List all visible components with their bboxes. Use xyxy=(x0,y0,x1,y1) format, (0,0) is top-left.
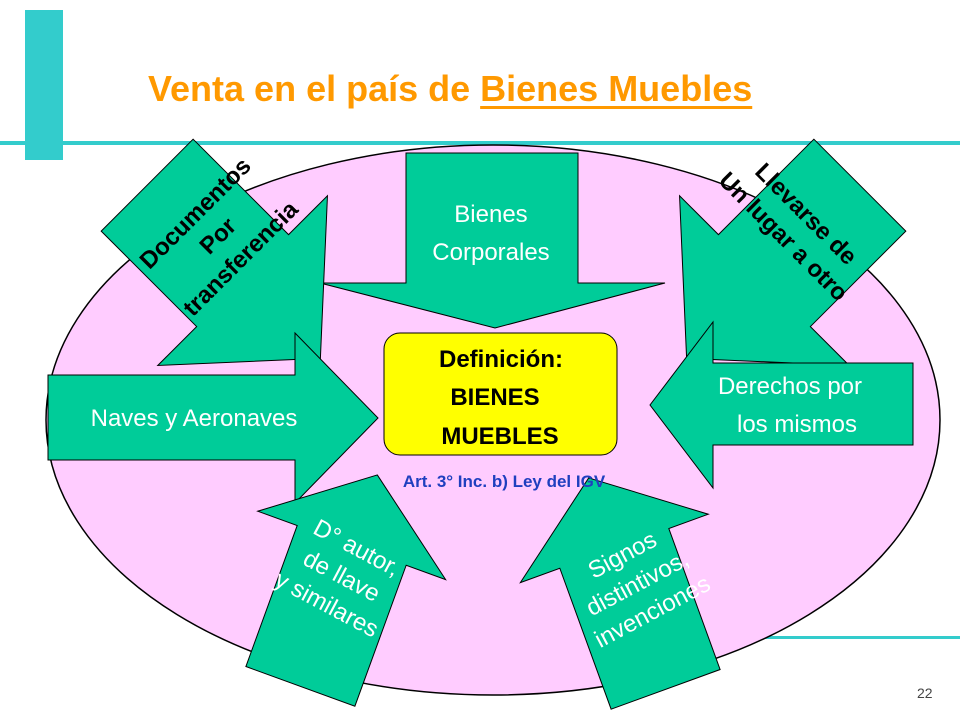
arrow-derechos: Derechos por los mismos xyxy=(649,320,914,490)
arrow-bienes-line2: Corporales xyxy=(432,239,549,266)
page-number: 22 xyxy=(917,685,933,701)
legal-reference: Art. 3° Inc. b) Ley del IGV xyxy=(403,472,606,491)
center-definition: Definición: BIENES MUEBLES xyxy=(383,332,618,456)
arrow-derecho-autor xyxy=(245,474,447,707)
arrow-documentos xyxy=(100,138,329,367)
title-underlined: Bienes Muebles xyxy=(480,68,753,109)
arrow-bienes-line1: Bienes xyxy=(454,201,527,228)
arrow-llevarse xyxy=(678,138,907,367)
arrow-signos xyxy=(519,477,721,710)
slide-title: Venta en el país de Bienes Muebles xyxy=(148,68,752,110)
center-line3: MUEBLES xyxy=(441,423,558,450)
center-line1: Definición: xyxy=(439,346,563,373)
arrow-naves-line1: Naves y Aeronaves xyxy=(91,405,298,432)
title-prefix: Venta en el país de xyxy=(148,68,481,109)
accent-bar-vertical xyxy=(25,10,63,160)
arrow-naves: Naves y Aeronaves xyxy=(47,331,379,505)
arrow-derechos-line2: los mismos xyxy=(737,411,857,438)
center-line2: BIENES xyxy=(450,384,539,411)
arrow-derechos-line1: Derechos por xyxy=(718,373,862,400)
accent-bar-top xyxy=(0,141,960,145)
arrow-bienes-corporales: Bienes Corporales xyxy=(319,152,666,329)
